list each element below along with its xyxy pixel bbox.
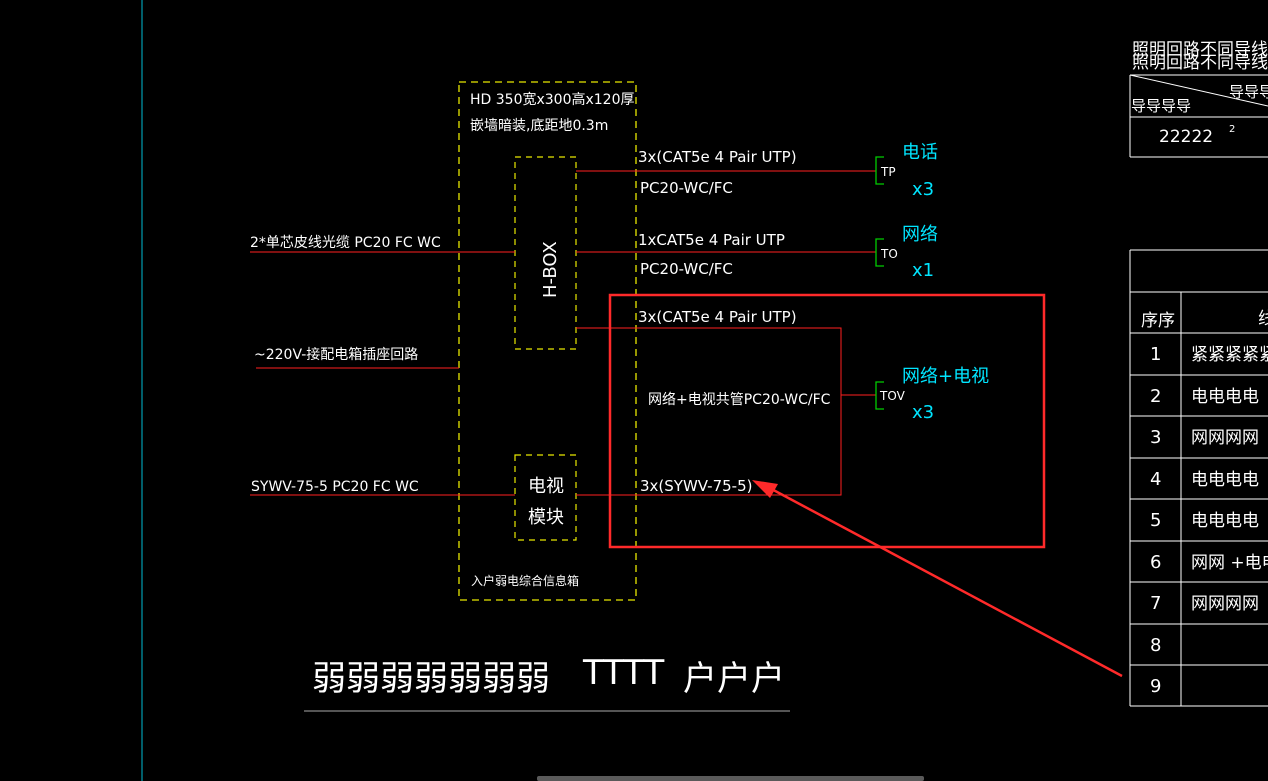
tp-terminal: TP 电话 x3 bbox=[875, 142, 938, 200]
legend-row-7-index: 7 bbox=[1150, 593, 1161, 614]
box-spec-line1: HD 350宽x300高x120厚 bbox=[470, 91, 635, 108]
legend-col-index: 序序 bbox=[1141, 311, 1175, 331]
tov-terminal-code: TOV bbox=[879, 389, 906, 403]
to-output-cable: 1xCAT5e 4 Pair UTP bbox=[638, 231, 785, 249]
legend-row-4-name: 电电电电 bbox=[1191, 470, 1259, 490]
to-terminal-qty: x1 bbox=[912, 260, 934, 281]
tov-shared-conduit: 网络+电视共管PC20-WC/FC bbox=[648, 392, 831, 408]
legend-row-2-index: 2 bbox=[1150, 386, 1161, 407]
lighting-wire-table: 照明回路不同导线根数 照明回路不同导线根数 导导导 导导导导 22222 2 bbox=[1129, 40, 1268, 158]
tov-network-wire bbox=[576, 327, 842, 496]
legend-row-6-name: 网网 +电电 bbox=[1191, 553, 1268, 573]
lighting-table-title-1: 照明回路不同导线根数 bbox=[1132, 40, 1268, 60]
drawing-title-mid: TTTT bbox=[582, 653, 665, 693]
drawing-title-tail: 户户户 bbox=[683, 659, 785, 699]
fiber-input-label: 2*单芯皮线光缆 PC20 FC WC bbox=[250, 235, 441, 251]
annotation-arrow-shaft bbox=[763, 483, 1123, 678]
legend-table: 序序 线 1 紧紧紧紧紧紧 2 电电电电 3 网网网网 4 电电电电 5 电电电… bbox=[1129, 249, 1268, 707]
tv-module-frame bbox=[514, 454, 577, 541]
legend-row-1-name: 紧紧紧紧紧紧 bbox=[1191, 345, 1268, 365]
tov-terminal-name: 网络+电视 bbox=[902, 366, 989, 387]
lighting-table-title-2: 照明回路不同导线根数 bbox=[1132, 53, 1268, 73]
lighting-table-value: 22222 bbox=[1159, 127, 1213, 147]
legend-row-1-index: 1 bbox=[1150, 344, 1161, 365]
to-terminal-code: TO bbox=[880, 247, 898, 261]
horizontal-scrollbar[interactable] bbox=[537, 776, 924, 781]
tov-output-cable: 3x(CAT5e 4 Pair UTP) bbox=[638, 308, 797, 326]
tp-terminal-name: 电话 bbox=[902, 142, 938, 163]
box-footer-label: 入户弱电综合信息箱 bbox=[471, 573, 579, 588]
legend-col-name: 线 bbox=[1258, 309, 1268, 329]
lighting-table-header-left: 导导导导 bbox=[1131, 97, 1191, 115]
lighting-table-header-right: 导导导 bbox=[1229, 83, 1268, 101]
legend-row-5-name: 电电电电 bbox=[1191, 511, 1259, 531]
legend-row-6-index: 6 bbox=[1150, 552, 1161, 573]
tov-coax-cable: 3x(SYWV-75-5) bbox=[640, 477, 752, 495]
hbox-label: H-BOX bbox=[540, 241, 561, 298]
tv-module-label-2: 模块 bbox=[528, 507, 564, 528]
info-box-enclosure bbox=[458, 81, 637, 601]
to-terminal-name: 网络 bbox=[902, 224, 938, 245]
lighting-table-value-sup: 2 bbox=[1229, 124, 1235, 135]
tov-terminal: TOV 网络+电视 x3 bbox=[875, 366, 989, 423]
legend-row-7-name: 网网网网 bbox=[1191, 594, 1259, 614]
legend-row-2-name: 电电电电 bbox=[1191, 387, 1259, 407]
legend-row-8-index: 8 bbox=[1150, 635, 1161, 656]
tp-output-conduit: PC20-WC/FC bbox=[640, 179, 733, 197]
legend-row-9-index: 9 bbox=[1150, 676, 1161, 697]
hbox-frame bbox=[514, 156, 577, 350]
drawing-title-main: 弱弱弱弱弱弱弱 bbox=[312, 659, 550, 699]
box-spec-line2: 嵌墙暗装,底距地0.3m bbox=[470, 118, 608, 134]
to-output-conduit: PC20-WC/FC bbox=[640, 260, 733, 278]
legend-row-4-index: 4 bbox=[1150, 469, 1161, 490]
tv-module-label-1: 电视 bbox=[528, 476, 564, 497]
to-terminal: TO 网络 x1 bbox=[875, 224, 938, 281]
legend-row-3-name: 网网网网 bbox=[1191, 428, 1259, 448]
legend-row-3-index: 3 bbox=[1150, 427, 1161, 448]
tov-terminal-qty: x3 bbox=[912, 402, 934, 423]
tp-output-cable: 3x(CAT5e 4 Pair UTP) bbox=[638, 148, 797, 166]
annotation-arrow-head bbox=[752, 480, 778, 498]
power-input-label: ~220V-接配电箱插座回路 bbox=[254, 346, 418, 363]
tp-terminal-qty: x3 bbox=[912, 179, 934, 200]
coax-input-label: SYWV-75-5 PC20 FC WC bbox=[251, 479, 419, 495]
legend-row-5-index: 5 bbox=[1150, 510, 1161, 531]
highlight-rectangle bbox=[608, 293, 1046, 549]
tp-terminal-code: TP bbox=[880, 165, 896, 179]
